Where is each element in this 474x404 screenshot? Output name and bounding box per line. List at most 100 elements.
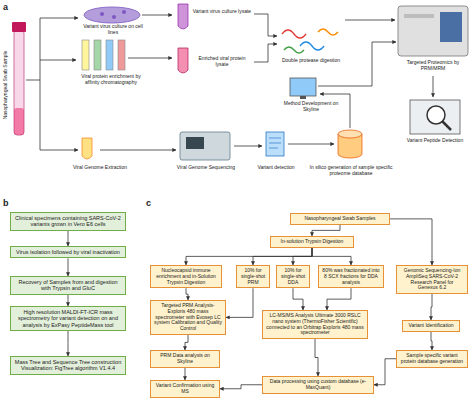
branch-arrow [100,150,176,151]
box-text: 10% for single-shot PRM [240,268,266,285]
affinity-column [94,40,101,70]
panel-letter: b [3,198,17,208]
box-text: Sample specific variant protein database… [400,353,464,365]
database [338,130,362,138]
process-box: High resolution MALDI-FT-ICR mass spectr… [10,306,126,331]
box-text: Targeted PRM Analysis- Exploris 480 mass… [154,303,222,332]
box-text: LC-MS/MS Analysis Ultimate 3000 RSLC nan… [266,313,364,336]
mass-spectrometer [440,12,462,42]
lysate-tube [178,4,188,29]
flow-arrow [220,385,262,389]
flow-arrow [68,258,69,276]
flow-arrow [68,331,69,356]
flow-arrow [185,335,188,350]
branch-arrow [288,144,334,145]
report-document [266,132,284,156]
step-caption: Viral Genome Sequencing [172,165,240,171]
box-text: Variant Identification [406,323,456,329]
branch-arrow [40,150,78,151]
box-text: Mass Tree and Sequence Tree construction… [14,359,122,372]
database [338,130,362,158]
process-box: 80% was fractionated into 8 SCX fraction… [318,265,384,288]
step-caption: Enriched viral protein lysate [192,56,252,68]
step-caption: Viral Genome Extraction [64,165,136,171]
branch-arrow [142,15,172,16]
step-caption: Nasopharyngeal Swab Sample [3,30,9,140]
flow-arrow [312,225,340,236]
process-box: Variant Confirmation using MS [150,380,220,398]
peptide-fragments [282,30,306,38]
flow-arrow [68,295,69,306]
flow-arrow [186,248,312,265]
report-document [269,138,281,148]
affinity-column [118,40,125,70]
detection-monitor [410,100,460,134]
process-box: Genomic Sequencing-Ion AmpliSeq SARS-CoV… [396,265,468,294]
mass-spectrometer [398,6,468,56]
branch-arrow [40,60,76,61]
mass-spectrometer [404,14,434,18]
peptide-fragments [318,29,338,35]
process-box: PRM Data analysis on Skyline [150,350,220,368]
branch-arrow [320,94,350,128]
process-box: 10% for single-shot PRM [236,265,270,288]
branch-arrow [40,18,78,19]
lysate-tube [178,48,188,73]
flow-arrow [293,248,312,265]
sequencer [186,137,204,149]
petri-dish [100,12,104,16]
flow-arrow [315,339,318,376]
mass-spectrometer [398,6,468,56]
branch-arrow [318,42,396,86]
affinity-column [106,40,113,70]
box-text: Genomic Sequencing-Ion AmpliSeq SARS-CoV… [400,268,464,291]
flow-arrow [186,288,188,300]
box-text: PRM Data analysis on Skyline [154,353,216,365]
peptide-fragments [300,42,324,50]
process-box: Sample specific variant protein database… [396,350,468,368]
peptide-fragments [284,47,304,53]
detection-monitor [442,121,451,130]
box-text: 80% was fractionated into 8 SCX fraction… [322,268,380,285]
process-box: Recovery of Samples from and digestion w… [10,276,126,295]
branch-arrow [254,44,277,62]
flow-arrow [327,288,351,310]
flow-arrow [431,294,432,320]
process-box: Virus isolation followed by viral inacti… [10,246,126,258]
swab-tube [12,22,26,32]
detection-monitor [410,100,460,134]
process-box: Mass Tree and Sequence Tree construction… [10,356,126,375]
process-box: In-solution Trypsin Digestion [270,236,354,248]
swab-tube [14,108,24,135]
box-text: Recovery of Samples from and digestion w… [14,279,122,292]
flow-arrow [312,248,351,265]
flow-arrow [253,248,312,265]
petri-dish [122,10,126,14]
step-caption: Variant detection [248,165,304,171]
process-box: Targeted PRM Analysis- Exploris 480 mass… [150,300,226,335]
flow-arrow [431,332,432,350]
flow-arrow [226,288,253,317]
branch-arrow [234,146,262,147]
report-document [266,132,284,156]
flow-arrow [68,231,69,246]
petri-dish [84,7,140,23]
flow-arrow [374,359,396,385]
box-text: Nucleocapsid immune enrichment and in-So… [154,268,218,285]
sequencer [180,132,230,160]
branch-arrow [40,18,41,150]
panel-letter: c [146,198,160,208]
skyline-computer [290,78,316,99]
flow-arrow [185,368,186,381]
step-caption: Variant virus culture on cell lines [80,24,146,36]
petri-dish [84,7,140,23]
step-caption: Double protease digestion [278,58,344,64]
box-text: High resolution MALDI-FT-ICR mass spectr… [14,309,122,328]
step-caption: Variant Peptide Detection [400,138,470,144]
process-box: LC-MS/MS Analysis Ultimate 3000 RSLC nan… [262,310,368,339]
branch-arrow [26,80,40,81]
affinity-column [82,40,89,70]
flow-arrow [293,288,303,310]
step-caption: In silico generation of sample specific … [306,165,396,177]
process-box: Data processing using custom database (e… [262,376,374,394]
